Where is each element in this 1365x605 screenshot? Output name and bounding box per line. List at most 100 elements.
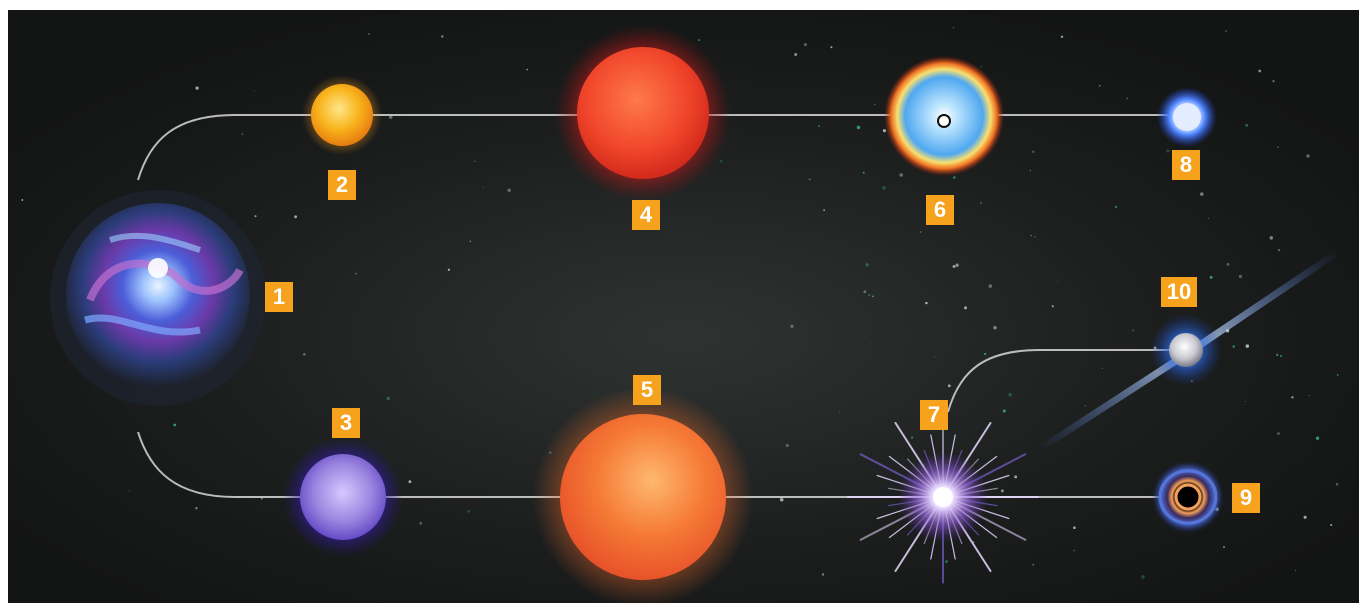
- background-star: [947, 384, 951, 388]
- background-star: [128, 490, 131, 492]
- planetary-nebula: [884, 56, 1004, 176]
- background-star: [882, 186, 886, 190]
- background-star: [1306, 154, 1310, 158]
- background-star: [1303, 515, 1307, 519]
- background-star: [933, 356, 935, 358]
- background-star: [808, 178, 811, 181]
- background-star: [1057, 280, 1059, 282]
- background-star: [952, 265, 956, 268]
- background-star: [1014, 475, 1018, 479]
- background-star: [1032, 150, 1035, 153]
- path-high-mass: [137, 431, 1175, 498]
- background-star: [1032, 563, 1034, 566]
- background-star: [469, 240, 472, 243]
- background-star: [1002, 409, 1006, 413]
- background-star: [984, 352, 987, 355]
- background-star: [1000, 489, 1004, 493]
- background-star: [1030, 234, 1032, 237]
- background-star: [1335, 482, 1339, 486]
- background-star: [473, 160, 476, 163]
- violet-massive-star: [283, 437, 403, 557]
- background-star: [408, 480, 412, 484]
- background-star: [419, 521, 423, 525]
- background-star: [1269, 236, 1274, 240]
- background-star: [1308, 394, 1310, 397]
- background-star: [945, 560, 948, 564]
- background-star: [173, 423, 177, 427]
- background-star: [1245, 400, 1246, 402]
- background-star: [1073, 549, 1076, 552]
- background-star: [874, 103, 876, 106]
- background-star: [953, 176, 956, 179]
- background-star: [794, 53, 798, 56]
- background-star: [355, 272, 357, 275]
- background-star: [195, 86, 199, 90]
- background-star: [1207, 217, 1210, 219]
- white-dwarf: [1157, 87, 1217, 147]
- background-star: [863, 290, 867, 294]
- yellow-star: [302, 75, 382, 155]
- background-star: [1222, 546, 1226, 549]
- background-star: [526, 68, 528, 71]
- stage-3-badge: 3: [332, 408, 360, 438]
- background-star: [803, 43, 807, 47]
- background-star: [1258, 69, 1262, 73]
- stage-4-badge: 4: [632, 200, 660, 230]
- background-star: [195, 507, 198, 510]
- background-star: [823, 209, 826, 212]
- background-star: [899, 173, 903, 177]
- background-star: [467, 510, 471, 513]
- stage-5-badge: 5: [633, 375, 661, 405]
- background-star: [1209, 275, 1213, 279]
- stage-9-badge: 9: [1232, 483, 1260, 513]
- background-star: [1200, 192, 1204, 196]
- background-star: [856, 125, 861, 130]
- background-star: [1126, 97, 1129, 100]
- background-star: [872, 295, 874, 298]
- black-hole: [1152, 461, 1224, 533]
- background-star: [1279, 354, 1283, 358]
- stage-2-badge: 2: [328, 170, 356, 200]
- background-star: [1141, 575, 1145, 579]
- background-star: [482, 186, 484, 188]
- background-star: [386, 396, 390, 401]
- path-neutron-star: [947, 349, 1185, 413]
- background-star: [1084, 405, 1086, 407]
- red-supergiant: [533, 387, 753, 605]
- background-star: [1101, 367, 1104, 369]
- background-star: [919, 231, 922, 233]
- background-star: [720, 160, 723, 163]
- background-star: [785, 443, 789, 448]
- background-star: [779, 497, 784, 502]
- background-star: [294, 215, 298, 219]
- background-star: [1336, 374, 1339, 376]
- background-star: [882, 129, 886, 133]
- background-star: [1232, 345, 1235, 348]
- background-star: [1330, 523, 1333, 527]
- background-star: [818, 125, 820, 128]
- background-star: [241, 132, 244, 136]
- red-giant: [555, 25, 731, 201]
- background-star: [1114, 205, 1118, 209]
- background-star: [1060, 35, 1064, 39]
- stage-6-badge: 6: [926, 195, 954, 225]
- background-star: [1277, 146, 1280, 149]
- background-star: [980, 65, 982, 68]
- background-star: [447, 268, 451, 271]
- background-star: [838, 410, 841, 413]
- stage-1-badge: 1: [265, 282, 293, 312]
- background-star: [1277, 248, 1281, 252]
- background-star: [980, 202, 982, 204]
- background-star: [864, 335, 866, 337]
- background-star: [368, 33, 370, 35]
- background-star: [441, 35, 444, 38]
- background-star: [1272, 79, 1275, 83]
- background-star: [910, 436, 914, 439]
- background-star: [1008, 393, 1012, 397]
- background-star: [254, 215, 257, 218]
- background-star: [254, 90, 256, 92]
- background-star: [302, 352, 306, 356]
- background-star: [862, 171, 865, 174]
